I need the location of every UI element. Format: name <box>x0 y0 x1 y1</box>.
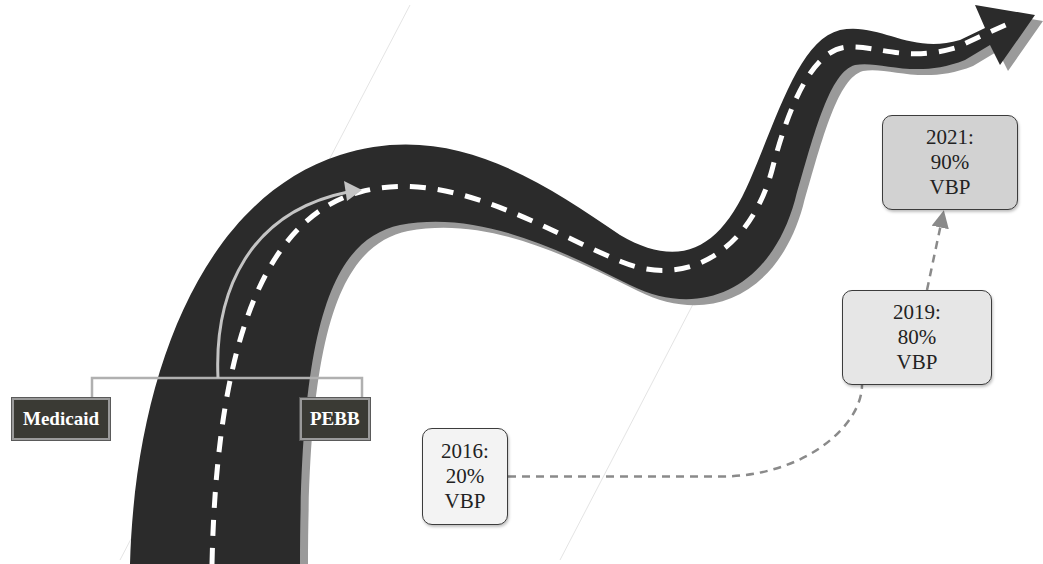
milestone-box: 2021: 90% VBP <box>882 115 1018 210</box>
bracket <box>92 378 362 398</box>
milestone-box: 2016: 20% VBP <box>422 428 508 525</box>
road <box>130 5 1035 564</box>
box-text: 2021: 90% VBP <box>918 125 982 201</box>
box-text: Medicaid <box>23 408 99 430</box>
curved-arrow <box>218 192 348 378</box>
program-label: PEBB <box>300 398 370 440</box>
road-centre-line <box>212 22 1012 564</box>
milestone-box: 2019: 80% VBP <box>842 290 992 385</box>
box-text: PEBB <box>310 408 360 430</box>
curved-arrow-head <box>344 181 362 201</box>
dashed-connector <box>927 212 944 290</box>
box-text: 2019: 80% VBP <box>885 300 949 376</box>
dashed-connector <box>508 385 862 477</box>
program-label: Medicaid <box>12 398 110 440</box>
box-text: 2016: 20% VBP <box>433 439 497 515</box>
